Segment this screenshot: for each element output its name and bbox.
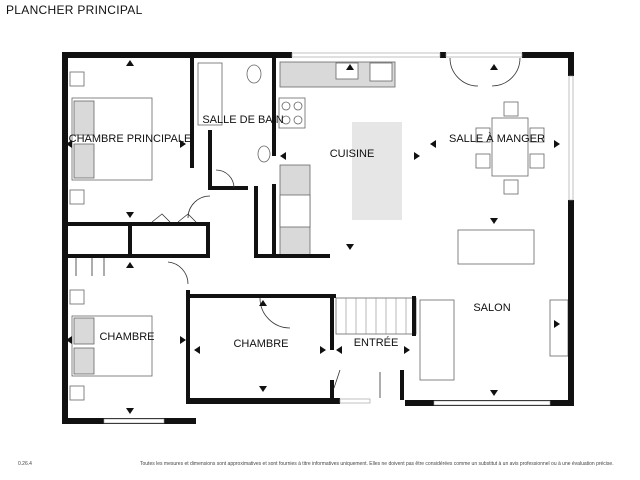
dimension-arrows bbox=[66, 60, 560, 414]
nightstand bbox=[69, 189, 85, 205]
room-label-chambre-1: CHAMBRE bbox=[99, 331, 154, 343]
sofa bbox=[457, 229, 535, 265]
bathtub bbox=[197, 62, 223, 126]
toilet bbox=[246, 64, 262, 84]
room-label-entree: ENTRÉE bbox=[354, 336, 399, 349]
chair bbox=[529, 127, 545, 143]
stove-burner bbox=[281, 115, 291, 125]
version-label: 0.26.4 bbox=[18, 461, 32, 467]
pillow bbox=[73, 143, 95, 179]
chair bbox=[503, 179, 519, 195]
tv-unit bbox=[549, 299, 569, 357]
windows bbox=[103, 52, 574, 424]
pillow bbox=[73, 317, 95, 345]
dining-table bbox=[491, 117, 529, 177]
plan-title: PLANCHER PRINCIPAL bbox=[6, 3, 143, 17]
room-label-salon: SALON bbox=[473, 302, 510, 314]
stove-burner bbox=[293, 115, 303, 125]
sofa bbox=[419, 299, 455, 381]
chair bbox=[475, 153, 491, 169]
stove-burner bbox=[281, 101, 291, 111]
pillow bbox=[73, 100, 95, 136]
fridge bbox=[279, 194, 311, 228]
room-label-chambre-2: CHAMBRE bbox=[233, 338, 288, 350]
bathroom-sink bbox=[257, 145, 271, 163]
room-label-chambre-principale: CHAMBRE PRINCIPALE bbox=[69, 133, 192, 145]
chair bbox=[475, 127, 491, 143]
dishwasher bbox=[369, 62, 393, 82]
disclaimer-text: Toutes les mesures et dimensions sont ap… bbox=[140, 461, 614, 467]
doors bbox=[75, 57, 521, 398]
chair bbox=[529, 153, 545, 169]
pillow bbox=[73, 347, 95, 375]
room-label-salle-a-manger: SALLE À MANGER bbox=[449, 132, 545, 145]
nightstand bbox=[69, 289, 85, 305]
staircase bbox=[335, 297, 417, 335]
interior-walls bbox=[66, 58, 416, 404]
kitchen-island bbox=[352, 122, 402, 220]
chair bbox=[503, 101, 519, 117]
kitchen-sink bbox=[335, 62, 359, 80]
room-label-cuisine: CUISINE bbox=[330, 148, 375, 160]
nightstand bbox=[69, 71, 85, 87]
nightstand bbox=[69, 385, 85, 401]
stove-burner bbox=[293, 101, 303, 111]
room-label-salle-de-bain: SALLE DE BAIN bbox=[202, 114, 283, 126]
